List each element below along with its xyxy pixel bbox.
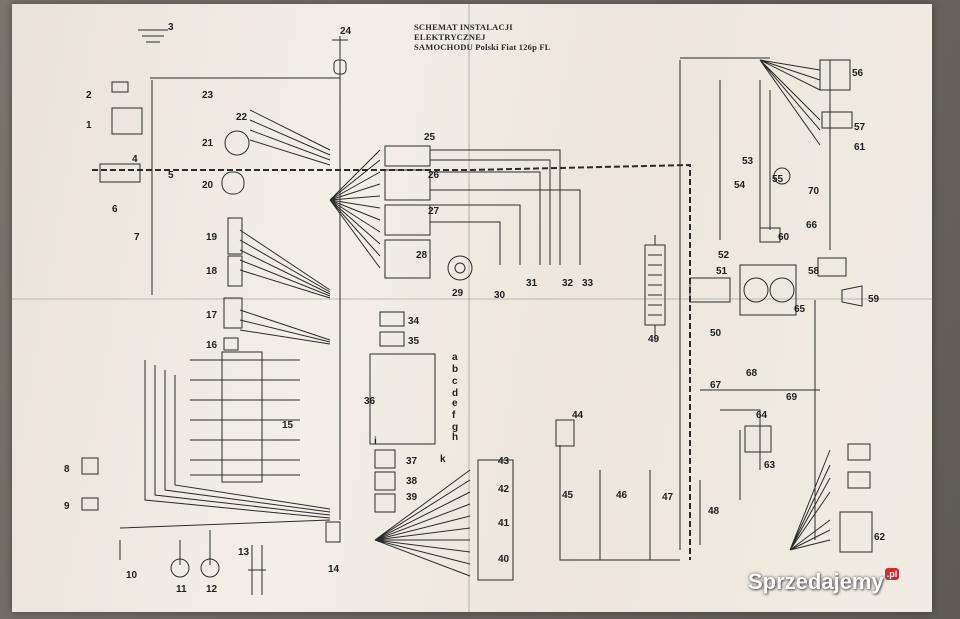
label-20: 20 bbox=[202, 180, 214, 191]
label-16: 16 bbox=[206, 340, 218, 351]
label-k: k bbox=[440, 454, 446, 465]
label-65: 65 bbox=[794, 304, 806, 315]
label-21: 21 bbox=[202, 138, 214, 149]
sheet-fold-vertical bbox=[468, 4, 470, 612]
label-9: 9 bbox=[64, 501, 70, 512]
label-64: 64 bbox=[756, 410, 768, 421]
label-39: 39 bbox=[406, 492, 418, 503]
label-1: 1 bbox=[86, 120, 92, 131]
label-4: 4 bbox=[132, 154, 138, 165]
title-line-1: SCHEMAT INSTALACJI bbox=[414, 22, 513, 32]
label-40: 40 bbox=[498, 554, 510, 565]
watermark-text: Sprzedajemy bbox=[748, 569, 884, 594]
wiring-diagram-sheet bbox=[12, 4, 932, 612]
label-30: 30 bbox=[494, 290, 506, 301]
label-2: 2 bbox=[86, 90, 92, 101]
label-19: 19 bbox=[206, 232, 218, 243]
wiring-lines bbox=[92, 57, 831, 595]
label-56: 56 bbox=[852, 68, 864, 79]
label-57-top: 57 bbox=[854, 122, 866, 133]
label-23: 23 bbox=[202, 90, 214, 101]
label-7: 7 bbox=[134, 232, 140, 243]
component-boxes bbox=[81, 29, 873, 581]
label-11: 11 bbox=[176, 584, 187, 595]
label-37: 37 bbox=[406, 456, 418, 467]
label-36: 36 bbox=[364, 396, 376, 407]
label-25: 25 bbox=[424, 132, 436, 143]
label-8: 8 bbox=[64, 464, 70, 475]
label-48: 48 bbox=[708, 506, 720, 517]
label-62: 62 bbox=[874, 532, 886, 543]
label-6: 6 bbox=[112, 204, 118, 215]
label-41: 41 bbox=[498, 518, 510, 529]
label-49: 49 bbox=[648, 334, 660, 345]
label-32: 32 bbox=[562, 278, 574, 289]
label-i: i bbox=[374, 436, 377, 447]
label-38: 38 bbox=[406, 476, 418, 487]
label-55: 55 bbox=[772, 174, 784, 185]
label-22: 22 bbox=[236, 112, 248, 123]
label-a: a bbox=[452, 352, 458, 363]
label-13: 13 bbox=[238, 547, 250, 558]
label-60: 60 bbox=[778, 232, 790, 243]
label-10: 10 bbox=[126, 570, 138, 581]
label-d: d bbox=[452, 388, 458, 399]
label-58: 58 bbox=[808, 266, 820, 277]
label-66: 66 bbox=[806, 220, 818, 231]
label-27: 27 bbox=[428, 206, 440, 217]
label-35: 35 bbox=[408, 336, 420, 347]
label-3: 3 bbox=[168, 22, 174, 33]
label-17: 17 bbox=[206, 310, 218, 321]
component-labels: 1 2 3 4 5 6 7 8 9 10 11 12 13 14 15 16 1… bbox=[64, 22, 886, 595]
label-e: e bbox=[452, 398, 458, 409]
label-69: 69 bbox=[786, 392, 798, 403]
label-14: 14 bbox=[328, 564, 340, 575]
label-18: 18 bbox=[206, 266, 218, 277]
label-f: f bbox=[452, 410, 456, 421]
label-h: h bbox=[452, 432, 458, 443]
label-44: 44 bbox=[572, 410, 584, 421]
label-52: 52 bbox=[718, 250, 730, 261]
label-43: 43 bbox=[498, 456, 510, 467]
label-5: 5 bbox=[168, 170, 174, 181]
label-68: 68 bbox=[746, 368, 758, 379]
diagram-title: SCHEMAT INSTALACJI ELEKTRYCZNEJ SAMOCHOD… bbox=[414, 22, 551, 52]
label-g: g bbox=[452, 422, 458, 433]
label-31: 31 bbox=[526, 278, 538, 289]
label-26: 26 bbox=[428, 170, 440, 181]
label-47: 47 bbox=[662, 492, 674, 503]
title-line-3: SAMOCHODU Polski Fiat 126p FL bbox=[414, 42, 551, 52]
title-line-2: ELEKTRYCZNEJ bbox=[414, 32, 486, 42]
sheet-fold-horizontal bbox=[12, 298, 932, 300]
label-59: 59 bbox=[868, 294, 880, 305]
label-24: 24 bbox=[340, 26, 352, 37]
label-c: c bbox=[452, 376, 458, 387]
label-34: 34 bbox=[408, 316, 420, 327]
label-b: b bbox=[452, 364, 458, 375]
label-63: 63 bbox=[764, 460, 776, 471]
label-61-top: 61 bbox=[854, 142, 866, 153]
label-29: 29 bbox=[452, 288, 464, 299]
label-33: 33 bbox=[582, 278, 594, 289]
label-12: 12 bbox=[206, 584, 218, 595]
label-67: 67 bbox=[710, 380, 722, 391]
label-46: 46 bbox=[616, 490, 628, 501]
label-54: 54 bbox=[734, 180, 746, 191]
watermark-logo: Sprzedajemy.pl bbox=[748, 568, 900, 595]
label-15: 15 bbox=[282, 420, 294, 431]
label-42: 42 bbox=[498, 484, 510, 495]
label-50: 50 bbox=[710, 328, 722, 339]
label-45: 45 bbox=[562, 490, 574, 501]
label-70: 70 bbox=[808, 186, 820, 197]
watermark-suffix: .pl bbox=[884, 568, 900, 580]
label-53: 53 bbox=[742, 156, 754, 167]
label-28: 28 bbox=[416, 250, 428, 261]
label-51: 51 bbox=[716, 266, 728, 277]
